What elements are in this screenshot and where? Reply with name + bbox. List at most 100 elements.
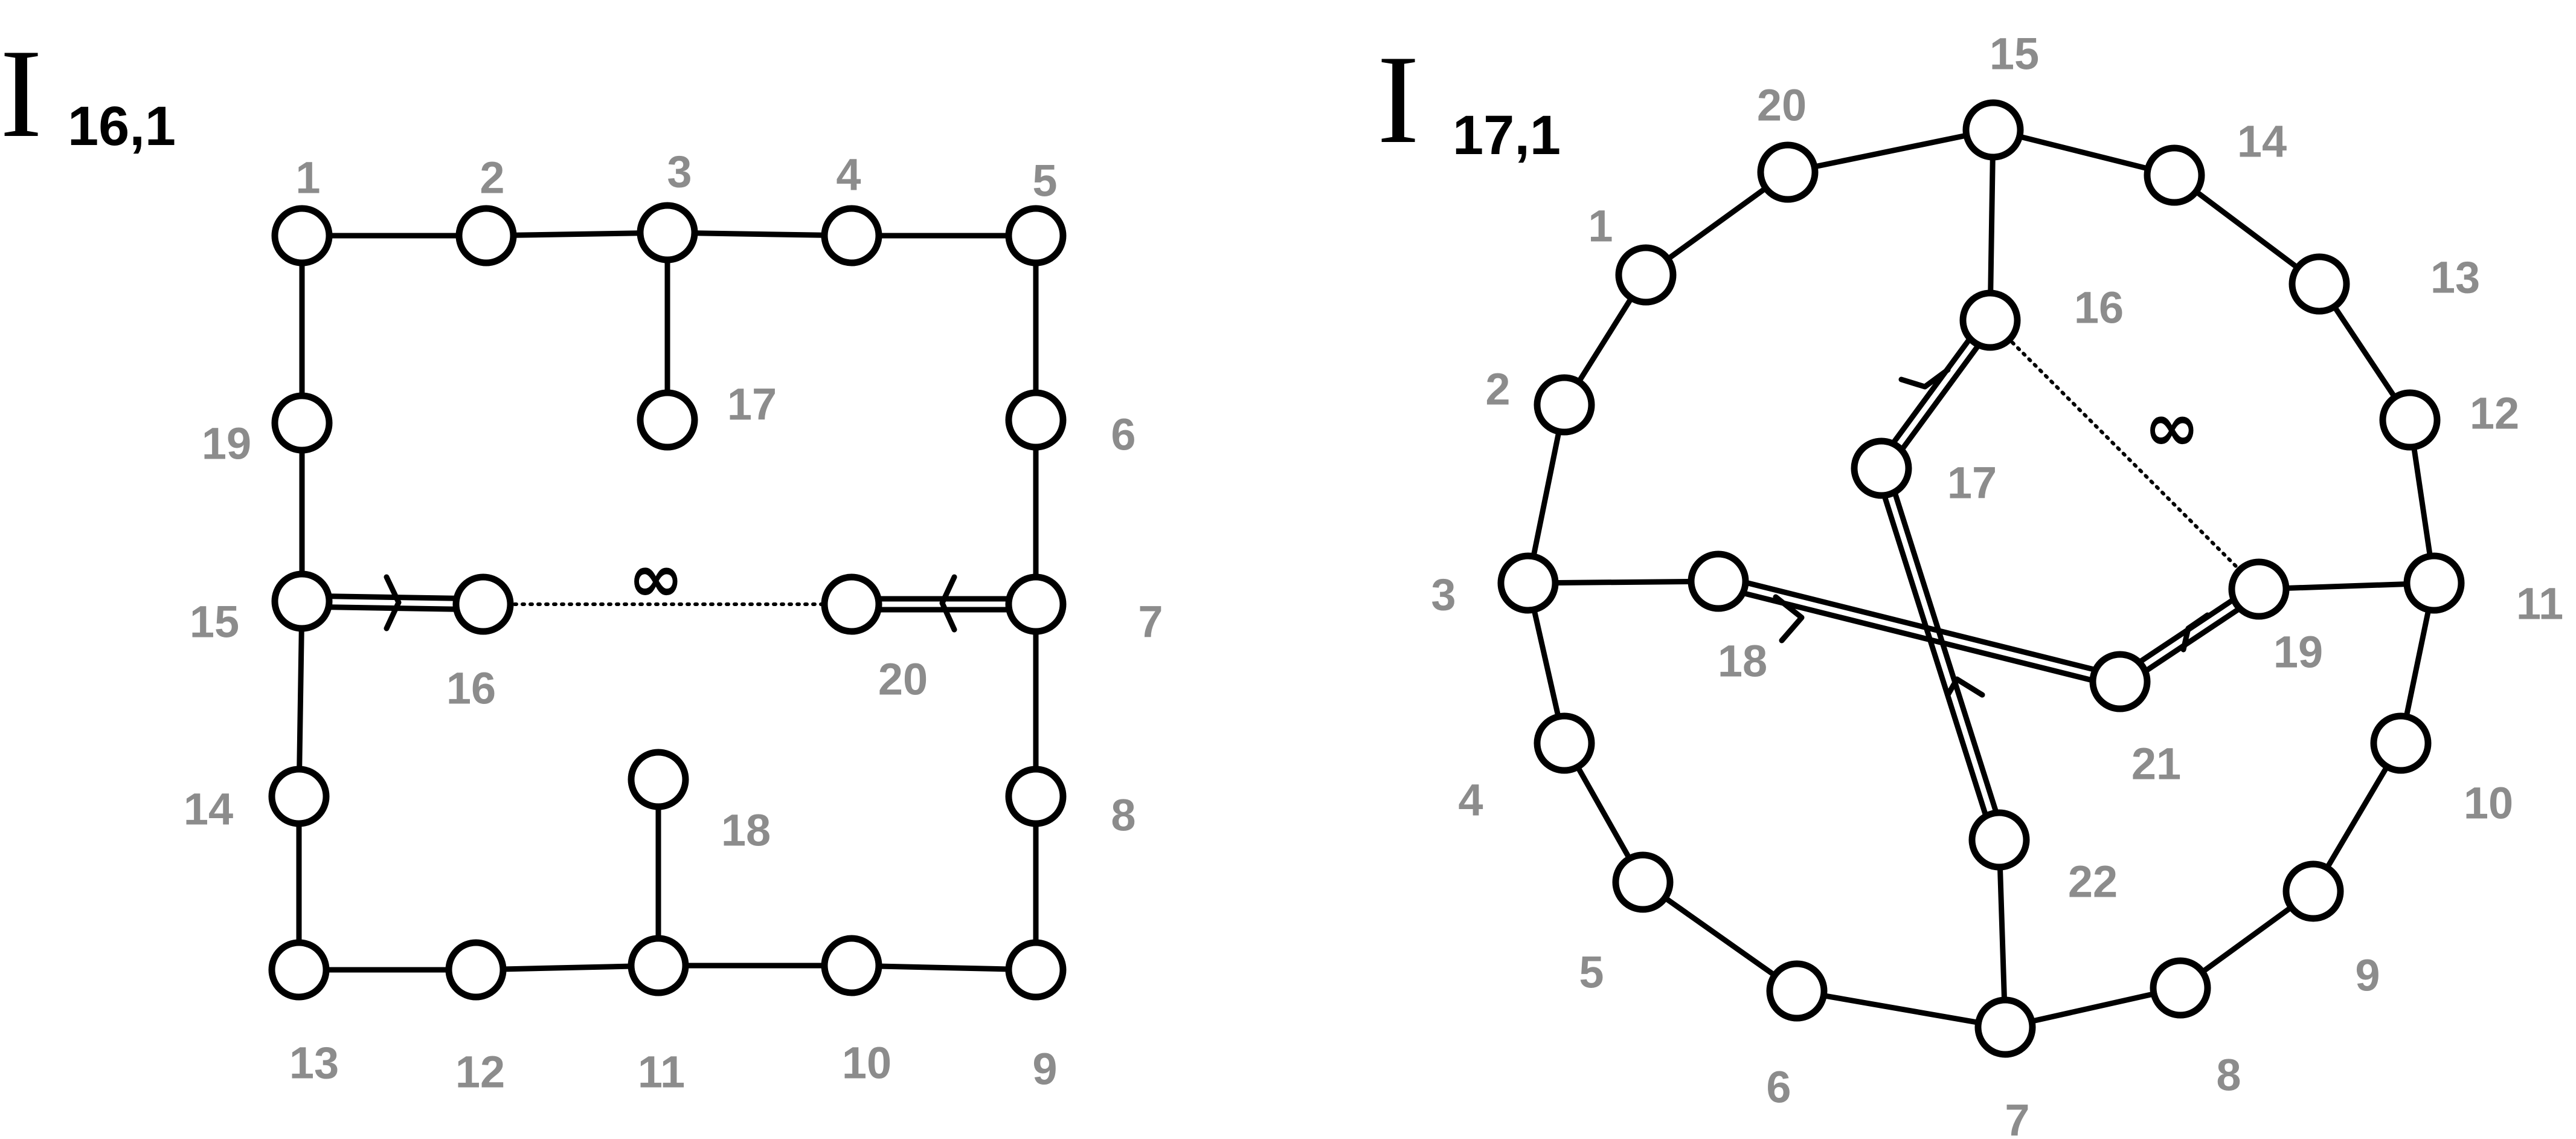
node-7 (1974, 996, 2036, 1058)
node-15 (271, 570, 333, 632)
node-label-18: 18 (721, 805, 771, 856)
arrowheads (384, 574, 957, 633)
node-18 (1688, 550, 1749, 612)
graph-title: I 16,1 (0, 24, 176, 164)
node-label-21: 21 (2131, 739, 2181, 789)
node-5 (1005, 205, 1067, 266)
node-label-6: 6 (1111, 410, 1135, 460)
node-label-14: 14 (184, 784, 233, 834)
edge-14-15 (296, 598, 305, 799)
node-20 (1757, 141, 1819, 203)
node-label-16: 16 (2074, 283, 2124, 333)
arrowhead-4 (1945, 676, 1985, 698)
node-18 (628, 749, 689, 810)
node-14 (268, 766, 330, 827)
edge-15-16 (1987, 127, 1996, 323)
node-12 (445, 939, 507, 1001)
node-label-12: 12 (2470, 389, 2519, 439)
arrowheads (1773, 367, 2211, 698)
title-letter: I (1377, 30, 1419, 170)
node-label-4: 4 (836, 150, 861, 200)
node-label-19: 19 (202, 419, 251, 469)
node-9 (2282, 860, 2344, 922)
node-label-1: 1 (1588, 201, 1613, 251)
node-13 (2289, 253, 2350, 315)
double-edge-17-22-b (1884, 463, 2008, 841)
node-6 (1005, 389, 1067, 451)
node-6 (1766, 960, 1828, 1022)
edge-9-10 (849, 963, 1039, 973)
title-subscript: 17,1 (1453, 105, 1561, 166)
node-11 (2403, 552, 2465, 614)
node-label-13: 13 (289, 1038, 339, 1088)
arrowhead-1 (1898, 367, 1951, 390)
node-label-4: 4 (1458, 775, 1483, 825)
node-11 (628, 935, 689, 996)
node-12 (2379, 389, 2441, 451)
node-16 (1959, 289, 2021, 351)
arrowhead-1 (384, 574, 402, 631)
node-7 (1005, 573, 1067, 635)
node-label-14: 14 (2237, 117, 2287, 167)
dotted-edge-16-19 (1988, 318, 2261, 591)
node-label-7: 7 (1138, 597, 1163, 647)
node-22 (1968, 809, 2030, 871)
arrowhead-3 (2180, 612, 2211, 653)
double-edge-16-17-a (1874, 314, 1989, 468)
title-letter: I (0, 24, 42, 164)
node-1 (271, 205, 333, 266)
arrowhead-2 (1773, 594, 1805, 644)
graph-title: I 17,1 (1377, 30, 1561, 170)
title-subscript: 16,1 (68, 95, 176, 157)
node-label-3: 3 (1431, 570, 1456, 620)
node-label-20: 20 (878, 654, 928, 705)
node-17 (637, 389, 698, 451)
node-label-17: 17 (1947, 458, 1997, 508)
node-15 (1962, 99, 2024, 161)
node-20 (821, 573, 882, 635)
node-label-7: 7 (2005, 1095, 2029, 1139)
node-10 (2370, 712, 2432, 774)
node-label-20: 20 (1757, 80, 1807, 131)
double-edge-15-16-b (299, 593, 486, 602)
node-1 (1615, 244, 1677, 306)
node-label-11: 11 (638, 1047, 685, 1097)
double-edge-17-22-a (1873, 467, 1997, 845)
node-label-16: 16 (446, 663, 496, 714)
node-4 (1534, 712, 1595, 774)
node-5 (1612, 851, 1674, 913)
edge-15-14 (1990, 127, 2177, 178)
node-8 (2150, 957, 2211, 1019)
node-2 (1534, 374, 1595, 436)
node-label-8: 8 (2216, 1050, 2241, 1100)
node-label-13: 13 (2430, 253, 2480, 303)
node-label-2: 2 (1485, 364, 1510, 415)
node-label-9: 9 (1032, 1044, 1057, 1094)
double-edge-18-21-b (1717, 573, 2124, 679)
node-label-17: 17 (727, 379, 777, 430)
node-13 (268, 939, 330, 1001)
node-label-12: 12 (455, 1047, 505, 1097)
node-label-22: 22 (2068, 857, 2118, 907)
edge-20-15 (1785, 127, 1996, 175)
edge-3-18 (1525, 578, 1721, 586)
node-16 (452, 573, 514, 635)
double-edge-16-17-b (1883, 320, 1997, 474)
node-14 (2144, 144, 2205, 206)
node-label-3: 3 (667, 147, 692, 197)
node-3 (1497, 552, 1559, 614)
node-19 (2228, 558, 2290, 620)
node-label-19: 19 (2273, 627, 2323, 677)
node-label-10: 10 (2464, 778, 2513, 828)
node-label-5: 5 (1032, 156, 1057, 206)
node-label-5: 5 (1579, 947, 1604, 998)
double-edge-15-16-a (299, 604, 486, 613)
node-label-15: 15 (1990, 29, 2039, 79)
node-label-18: 18 (1718, 636, 1767, 686)
node-label-9: 9 (2355, 950, 2380, 1001)
infinity-label: ∞ (2144, 389, 2200, 466)
